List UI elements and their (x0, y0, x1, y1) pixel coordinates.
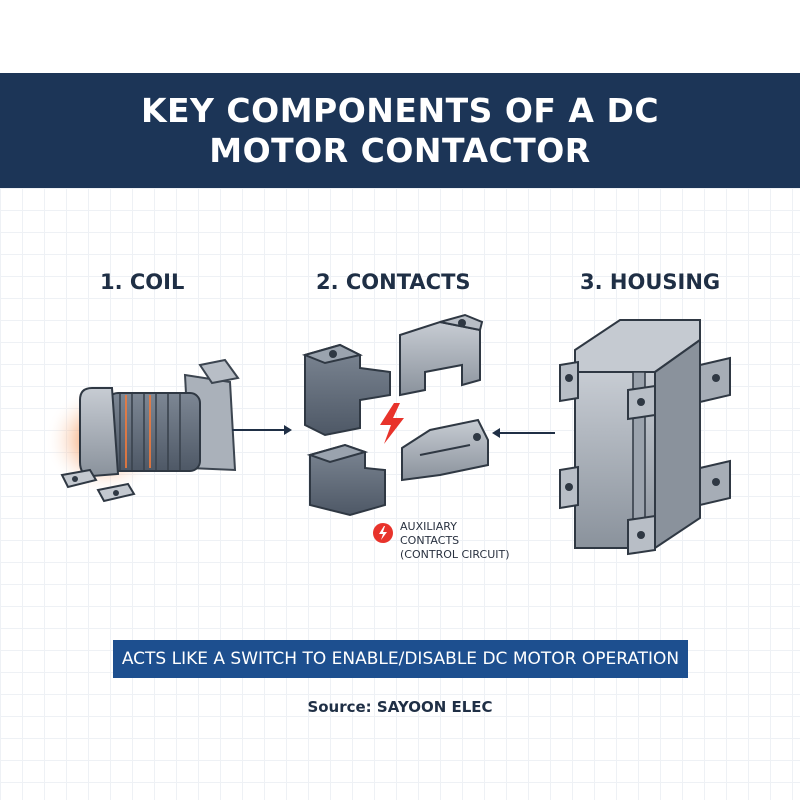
summary-text: ACTS LIKE A SWITCH TO ENABLE/DISABLE DC … (121, 649, 680, 669)
housing-illustration (559, 319, 731, 556)
arrow-left-icon (492, 428, 555, 438)
arrow-right-icon (232, 425, 292, 435)
coil-label: 1. COIL (100, 270, 185, 294)
summary-bar: ACTS LIKE A SWITCH TO ENABLE/DISABLE DC … (113, 640, 688, 678)
auxiliary-line-2: CONTACTS (400, 534, 460, 547)
contacts-label: 2. CONTACTS (316, 270, 471, 294)
title-banner: KEY COMPONENTS OF A DC MOTOR CONTACTOR (0, 73, 800, 188)
contacts-illustration (301, 313, 489, 517)
auxiliary-line-3: (CONTROL CIRCUIT) (400, 548, 510, 561)
lightning-bolt-icon (380, 403, 404, 444)
auxiliary-line-1: AUXILIARY (400, 520, 457, 533)
page-title: KEY COMPONENTS OF A DC MOTOR CONTACTOR (140, 90, 660, 170)
coil-illustration (45, 358, 240, 503)
auxiliary-contacts-note: AUXILIARY CONTACTS (CONTROL CIRCUIT) (372, 520, 540, 562)
source-credit: Source: SAYOON ELEC (307, 698, 493, 716)
lightning-bolt-icon (373, 523, 393, 543)
housing-label: 3. HOUSING (580, 270, 721, 294)
